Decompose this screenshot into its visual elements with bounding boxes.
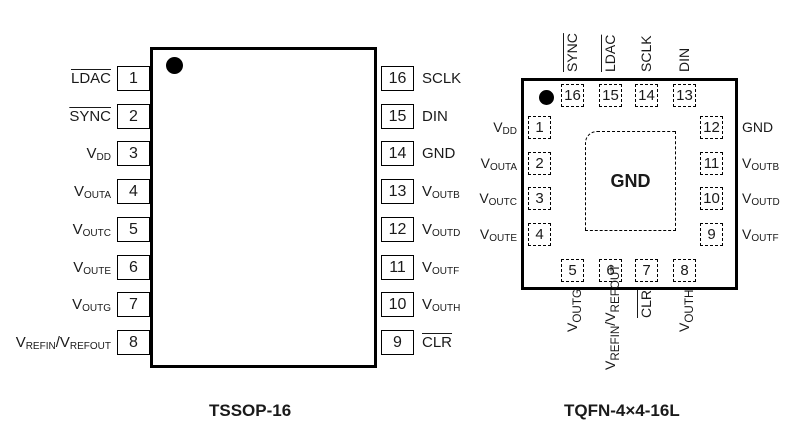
tssop-pin-7: 7	[117, 292, 150, 317]
tqfn-pin-label-11: VOUTB	[742, 155, 780, 173]
tssop-pin-9: 9	[381, 330, 414, 355]
tssop-body	[150, 47, 377, 368]
tssop-pin-label-3: VDD	[86, 145, 111, 163]
tqfn-pin-label-16: SYNC	[564, 33, 580, 72]
tqfn-pin-15: 15	[599, 84, 622, 107]
tssop-pin-label-6: VOUTE	[73, 259, 111, 277]
tqfn-pin-3: 3	[528, 187, 551, 210]
tqfn-pin-6: 6	[599, 259, 622, 282]
tssop-pin-1: 1	[117, 66, 150, 91]
tssop-pin-3: 3	[117, 141, 150, 166]
tssop-caption: TSSOP-16	[209, 401, 292, 420]
tssop-pin-label-12: VOUTD	[422, 221, 461, 239]
tssop-pin-10: 10	[381, 292, 414, 317]
tqfn-pin-label-14: SCLK	[638, 35, 654, 72]
tssop-pin-4: 4	[117, 179, 150, 204]
tqfn-pin-label-3: VOUTC	[479, 190, 517, 208]
tqfn-pin-4: 4	[528, 223, 551, 246]
tqfn-pin-12: 12	[700, 116, 723, 139]
tqfn-pin-11: 11	[700, 152, 723, 175]
tssop-pin-label-9: CLR	[422, 334, 453, 351]
tqfn-pin-label-15: LDAC	[602, 34, 618, 72]
tssop-pin-label-14: GND	[422, 145, 456, 162]
tssop-pin-label-11: VOUTF	[422, 259, 460, 277]
pin1-marker-dot	[539, 90, 554, 105]
exposed-pad-gnd: GND	[585, 131, 676, 231]
tssop-pin-label-5: VOUTC	[72, 221, 111, 239]
pin1-marker-dot	[166, 57, 183, 74]
tqfn-caption: TQFN-4×4-16L	[564, 401, 680, 420]
tqfn-pin-1: 1	[528, 116, 551, 139]
tqfn-body	[521, 78, 738, 290]
tssop-pin-2: 2	[117, 104, 150, 129]
tssop-pin-5: 5	[117, 217, 150, 242]
tssop-pin-12: 12	[381, 217, 414, 242]
tssop-pin-16: 16	[381, 66, 414, 91]
tssop-pin-label-8: VREFIN/VREFOUT	[15, 334, 111, 352]
tssop-pin-8: 8	[117, 330, 150, 355]
tssop-pin-label-2: SYNC	[69, 108, 111, 125]
tqfn-pin-2: 2	[528, 152, 551, 175]
tqfn-pin-label-13: DIN	[676, 47, 692, 72]
tqfn-pin-label-4: VOUTE	[479, 226, 517, 244]
tqfn-pin-label-5: VOUTG	[564, 288, 584, 332]
tqfn-pin-13: 13	[673, 84, 696, 107]
tssop-pin-label-1: LDAC	[70, 70, 111, 87]
tssop-pin-14: 14	[381, 141, 414, 166]
tssop-pin-11: 11	[381, 255, 414, 280]
tqfn-pin-label-1: VDD	[493, 119, 517, 137]
tssop-pin-label-4: VOUTA	[73, 183, 111, 201]
tssop-pin-label-7: VOUTG	[72, 296, 111, 314]
tqfn-pin-label-10: VOUTD	[742, 190, 780, 208]
tqfn-pin-label-8: VOUTH	[676, 289, 696, 332]
tqfn-pin-8: 8	[673, 259, 696, 282]
tqfn-pin-16: 16	[561, 84, 584, 107]
tqfn-pin-9: 9	[700, 223, 723, 246]
tqfn-pin-5: 5	[561, 259, 584, 282]
tssop-pin-label-16: SCLK	[422, 70, 462, 87]
tssop-pin-label-13: VOUTB	[422, 183, 460, 201]
tqfn-pin-label-12: GND	[742, 119, 774, 135]
tssop-pin-13: 13	[381, 179, 414, 204]
tssop-pin-label-10: VOUTH	[422, 296, 461, 314]
tqfn-pin-7: 7	[635, 259, 658, 282]
tqfn-pin-label-7: CLR	[638, 289, 654, 318]
tqfn-pin-label-6: VREFIN/VREFOUT	[602, 264, 622, 370]
tqfn-pin-label-2: VOUTA	[480, 155, 517, 173]
tssop-pin-15: 15	[381, 104, 414, 129]
tqfn-pin-label-9: VOUTF	[742, 226, 779, 244]
tssop-pin-label-15: DIN	[422, 108, 448, 125]
tqfn-pin-10: 10	[700, 187, 723, 210]
tqfn-pin-14: 14	[635, 84, 658, 107]
tssop-pin-6: 6	[117, 255, 150, 280]
